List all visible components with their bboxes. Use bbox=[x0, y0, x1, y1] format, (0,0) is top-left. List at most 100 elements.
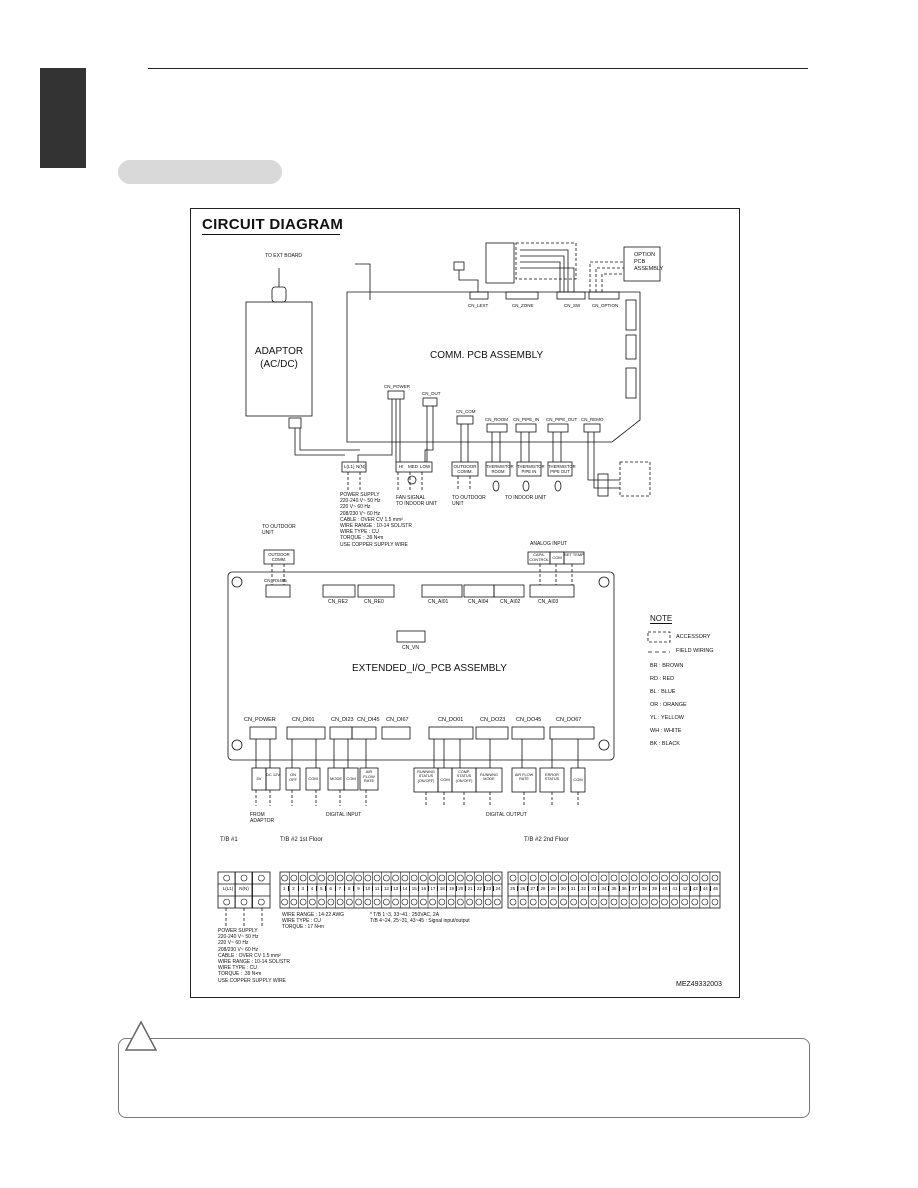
terminal-number: 23 bbox=[483, 886, 493, 891]
terminal-screw bbox=[309, 874, 316, 882]
terminal-screw bbox=[550, 874, 557, 882]
terminal-number: 1 bbox=[282, 886, 286, 891]
do-airflow-label: AIR FLOW RATE bbox=[514, 773, 534, 782]
terminal-screw bbox=[540, 898, 547, 906]
adaptor-label: ADAPTOR bbox=[254, 346, 304, 357]
terminal-screw bbox=[299, 898, 307, 906]
terminal-number: 39 bbox=[648, 886, 659, 891]
terminal-number: 28 bbox=[537, 886, 547, 891]
terminal-number: 30 bbox=[557, 886, 568, 891]
cn-ai01-label: CN_AI01 bbox=[428, 599, 449, 605]
cn-do01-label: CN_DO01 bbox=[438, 717, 464, 723]
terminal-screw bbox=[529, 898, 537, 906]
di-dc12v-label: DC 12V bbox=[266, 772, 281, 777]
terminal-screw bbox=[651, 874, 658, 882]
terminal-screw bbox=[401, 874, 409, 882]
terminal-screw bbox=[447, 898, 455, 906]
terminal-screw bbox=[475, 898, 483, 906]
terminal-screw bbox=[484, 874, 492, 882]
terminal-screw bbox=[600, 874, 608, 882]
terminal-screw bbox=[299, 874, 307, 882]
terminal-screw bbox=[509, 898, 517, 906]
cn-ai02-label: CN_AI02 bbox=[500, 599, 521, 605]
cn-ai04-label: CN_AI04 bbox=[468, 599, 489, 605]
terminal-screw bbox=[620, 874, 628, 882]
terminal-screw bbox=[447, 874, 455, 882]
di-com-label: COM bbox=[308, 776, 318, 781]
terminal-screw bbox=[519, 874, 527, 882]
terminal-screw bbox=[560, 898, 567, 906]
terminal-screw bbox=[671, 874, 678, 882]
terminal-screw bbox=[290, 874, 298, 882]
terminal-screw bbox=[223, 898, 230, 906]
cn-sw-label: CN_SW bbox=[564, 303, 581, 308]
do-com2-label: COM bbox=[573, 777, 583, 782]
di-5v-label: 5V bbox=[256, 776, 262, 781]
terminal-screw bbox=[580, 874, 588, 882]
terminal-screw bbox=[620, 898, 628, 906]
set-temp-label: SET TEMP bbox=[564, 552, 584, 557]
fan-low-label: LOW bbox=[420, 464, 431, 469]
terminal-screw bbox=[429, 874, 436, 882]
terminal-screw bbox=[711, 898, 719, 906]
cn-di01-label: CN_DI01 bbox=[292, 717, 315, 723]
terminal-screw bbox=[392, 898, 399, 906]
terminal-number: 37 bbox=[628, 886, 639, 891]
ext-pcb-outline bbox=[227, 571, 615, 761]
terminal-screw bbox=[691, 898, 699, 906]
terminal-number: 12 bbox=[381, 886, 390, 891]
terminal-number: 40 bbox=[659, 886, 669, 891]
note-field-wiring: FIELD WIRING bbox=[676, 648, 714, 654]
terminal-number: 32 bbox=[577, 886, 588, 891]
terminal-number: 5 bbox=[316, 886, 325, 891]
terminal-screw bbox=[290, 898, 298, 906]
terminal-number: 22 bbox=[474, 886, 483, 891]
diagram-title: CIRCUIT DIAGRAM bbox=[202, 216, 344, 233]
terminal-number: 44 bbox=[699, 886, 710, 891]
tb-n-label: N(N) bbox=[356, 464, 366, 469]
cn-lext-label: CN_LEXT bbox=[468, 303, 489, 308]
terminal-screw bbox=[401, 898, 409, 906]
note-title: NOTE bbox=[650, 614, 673, 624]
terminal-screw bbox=[392, 874, 399, 882]
do-running-status-label: RUNNING STATUS (ON/OFF) bbox=[417, 770, 435, 783]
terminal-screw bbox=[457, 898, 464, 906]
title-underline bbox=[202, 234, 340, 235]
cn-power-label: CN_POWER bbox=[384, 384, 411, 389]
cn-com-label: CN_COM bbox=[456, 409, 476, 414]
terminal-number: 45 bbox=[709, 886, 720, 891]
fan-hi-label: HI bbox=[399, 464, 404, 469]
terminal-screw bbox=[355, 898, 362, 906]
digital-input-label: DIGITAL INPUT bbox=[326, 812, 362, 818]
terminal-screw bbox=[410, 898, 418, 906]
terminal-screw bbox=[457, 874, 464, 882]
terminal-number: 25 bbox=[510, 886, 516, 891]
terminal-number: 3 bbox=[297, 886, 307, 891]
di-com2-label: COM bbox=[346, 776, 356, 781]
terminal-screw bbox=[466, 874, 473, 882]
outdoor-comm-label: OUTDOOR COMM. bbox=[453, 464, 477, 474]
cn-vn-label: CN_VN bbox=[402, 645, 419, 651]
terminal-number: 10 bbox=[362, 886, 372, 891]
to-indoor-unit-label: TO INDOOR UNIT bbox=[505, 495, 547, 501]
terminal-number: 16 bbox=[418, 886, 427, 891]
terminal-screw bbox=[640, 874, 648, 882]
do-error-status-label: ERROR STATUS bbox=[544, 773, 560, 782]
terminal-number: 34 bbox=[598, 886, 608, 891]
thermistor-room-label: THERMISTOR ROOM bbox=[486, 464, 514, 474]
terminal-screw bbox=[560, 874, 567, 882]
terminal-number: 42 bbox=[679, 886, 689, 891]
terminal-number: 9 bbox=[353, 886, 362, 891]
terminal-screw bbox=[438, 898, 446, 906]
terminal-screw bbox=[281, 898, 288, 906]
terminal-screw bbox=[373, 898, 381, 906]
terminal-screw bbox=[681, 874, 688, 882]
ext-pcb-label: EXTENDED_I/O_PCB ASSEMBLY bbox=[352, 663, 507, 674]
